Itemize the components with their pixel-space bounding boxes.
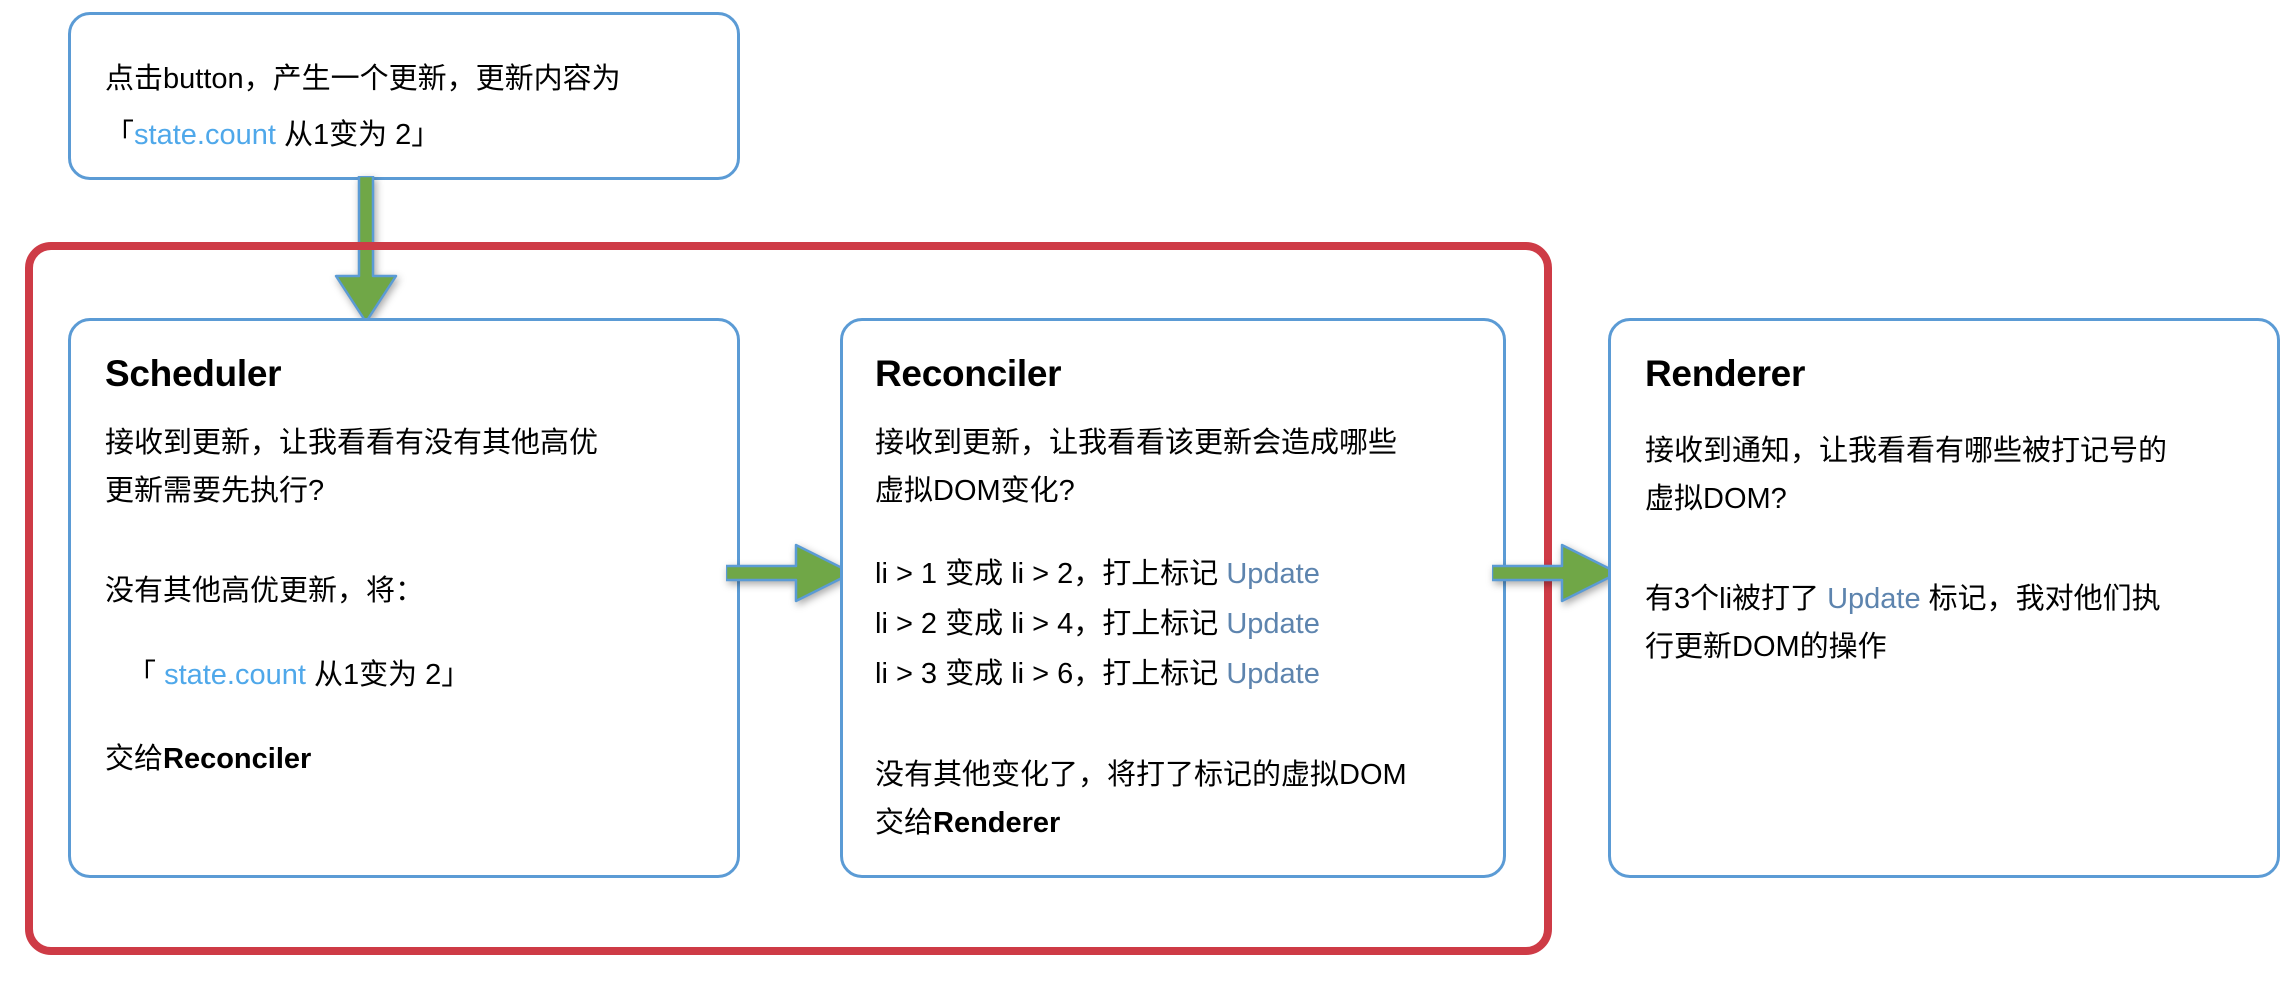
renderer-result-mid: 标记，我对他们执: [1920, 583, 2161, 616]
scheduler-card: Scheduler 接收到更新，让我看看有没有其他高优 更新需要先执行? 没有其…: [68, 318, 740, 878]
change-to: li > 4: [1011, 608, 1074, 641]
reconciler-card: Reconciler 接收到更新，让我看看该更新会造成哪些 虚拟DOM变化? l…: [840, 318, 1506, 878]
change-suffix: ，打上标记: [1073, 608, 1227, 641]
change-middle: 变成: [937, 608, 1012, 641]
change-from: li > 1: [875, 558, 938, 591]
scheduler-title: Scheduler: [105, 353, 282, 394]
renderer-question-line-1: 接收到通知，让我看看有哪些被打记号的: [1645, 435, 2168, 468]
reconciler-handoff: 交给Renderer: [875, 799, 1471, 847]
scheduler-handoff: 交给Reconciler: [105, 735, 703, 783]
scheduler-answer: 没有其他高优更新，将：: [105, 575, 425, 608]
change-middle: 变成: [937, 558, 1012, 591]
scheduler-question-line-2: 更新需要先执行?: [105, 475, 325, 508]
arrow-right-icon-reconciler-to-renderer: [1490, 538, 1622, 608]
change-to: li > 6: [1011, 658, 1074, 691]
trigger-event-box: 点击button，产生一个更新，更新内容为 「state.count 从1变为 …: [68, 12, 740, 180]
renderer-question-line-2: 虚拟DOM?: [1645, 483, 1787, 516]
change-from: li > 3: [875, 658, 938, 691]
renderer-result-line-1: 有3个li被打了 Update 标记，我对他们执: [1645, 575, 2243, 623]
reconciler-change-row: li > 1 变成 li > 2，打上标记 Update: [875, 549, 1471, 599]
reconciler-handoff-prefix: 交给: [875, 807, 934, 840]
trigger-line-2: 「state.count 从1变为 2」: [105, 107, 703, 163]
change-suffix: ，打上标记: [1073, 558, 1227, 591]
scheduler-state-identifier: state.count: [164, 659, 306, 692]
renderer-title: Renderer: [1645, 353, 1806, 394]
renderer-result-tag: Update: [1827, 583, 1921, 616]
change-middle: 变成: [937, 658, 1012, 691]
scheduler-bracket-open: 「: [127, 659, 165, 692]
renderer-result-prefix: 有3个li被打了: [1645, 583, 1828, 616]
trigger-line-2-rest: 从1变为 2」: [275, 119, 441, 151]
change-suffix: ，打上标记: [1073, 658, 1227, 691]
reconciler-change-row: li > 2 变成 li > 4，打上标记 Update: [875, 599, 1471, 649]
reconciler-handoff-target: Renderer: [933, 807, 1061, 840]
reconciler-question-line-2: 虚拟DOM变化?: [875, 475, 1075, 508]
renderer-card: Renderer 接收到通知，让我看看有哪些被打记号的 虚拟DOM? 有3个li…: [1608, 318, 2280, 878]
reconciler-change-row: li > 3 变成 li > 6，打上标记 Update: [875, 649, 1471, 699]
change-tag: Update: [1226, 608, 1320, 641]
scheduler-question-line-1: 接收到更新，让我看看有没有其他高优: [105, 427, 599, 460]
change-to: li > 2: [1011, 558, 1074, 591]
scheduler-payload: 「 state.count 从1变为 2」: [105, 651, 703, 699]
reconciler-title: Reconciler: [875, 353, 1062, 394]
scheduler-handoff-prefix: 交给: [105, 743, 164, 776]
change-tag: Update: [1226, 558, 1320, 591]
arrow-right-icon-scheduler-to-reconciler: [724, 538, 856, 608]
react-core-container: [25, 242, 1552, 955]
trigger-state-identifier: state.count: [134, 119, 276, 151]
scheduler-handoff-target: Reconciler: [163, 743, 312, 776]
reconciler-change-list: li > 1 变成 li > 2，打上标记 Update li > 2 变成 l…: [875, 549, 1471, 699]
trigger-line-1: 点击button，产生一个更新，更新内容为: [105, 63, 621, 95]
trigger-bracket-open: 「: [105, 119, 135, 151]
renderer-result-line-2: 行更新DOM的操作: [1645, 631, 1887, 664]
reconciler-summary: 没有其他变化了，将打了标记的虚拟DOM: [875, 759, 1407, 792]
change-from: li > 2: [875, 608, 938, 641]
change-tag: Update: [1226, 658, 1320, 691]
reconciler-question-line-1: 接收到更新，让我看看该更新会造成哪些: [875, 427, 1398, 460]
scheduler-payload-rest: 从1变为 2」: [305, 659, 471, 692]
